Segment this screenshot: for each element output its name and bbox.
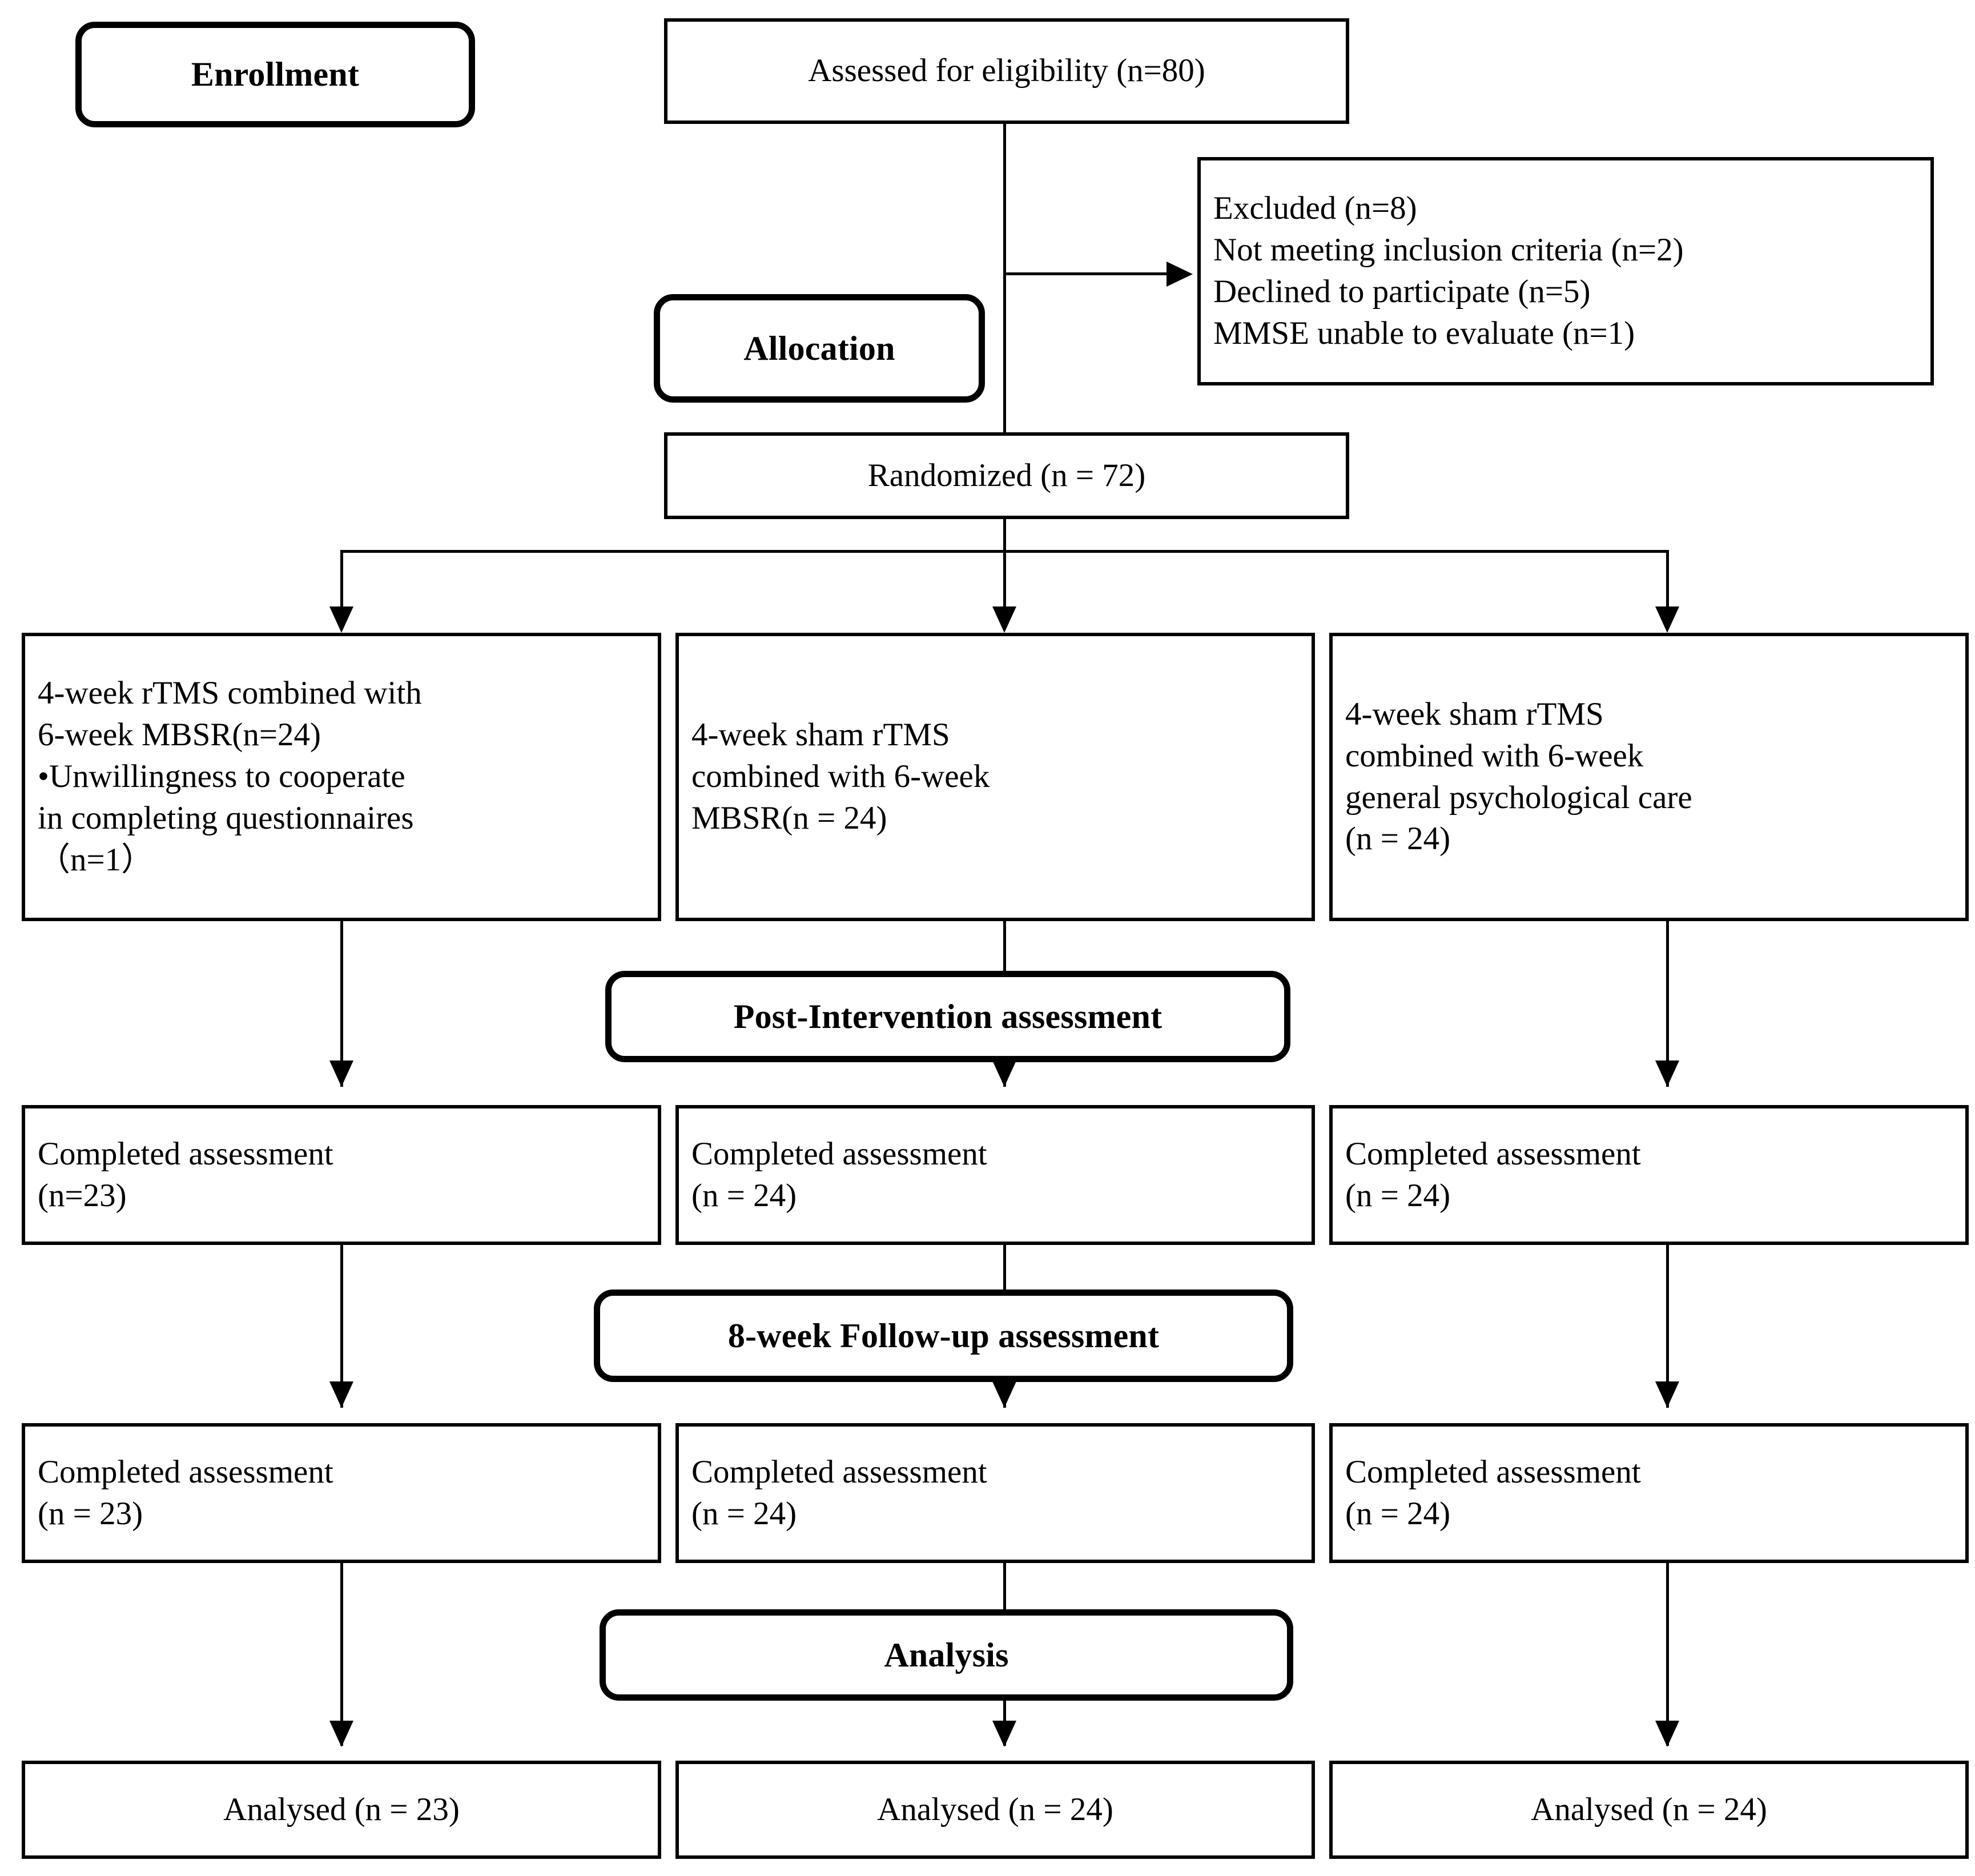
connector-randomized-stem <box>1003 519 1006 552</box>
stage-label-enrollment: Enrollment <box>75 22 475 127</box>
box-post-intervention-arm-2: Completed assessment (n = 24) <box>675 1105 1315 1245</box>
post-intervention-arm-3-text: Completed assessment (n = 24) <box>1345 1135 1641 1214</box>
box-post-intervention-arm-3: Completed assessment (n = 24) <box>1329 1105 1969 1245</box>
analysed-arm-2-text: Analysed (n = 24) <box>877 1791 1113 1827</box>
box-followup-arm-3: Completed assessment (n = 24) <box>1329 1423 1969 1563</box>
connector-eligibility-to-excluded <box>1003 272 1172 275</box>
stage-label-allocation-text: Allocation <box>743 329 895 367</box>
connector-bus-drop-arm1 <box>340 550 343 627</box>
allocation-arm-2-text: 4-week sham rTMS combined with 6-week MB… <box>691 717 990 836</box>
connector-eligibility-to-randomized <box>1003 124 1006 435</box>
box-analysed-arm-1: Analysed (n = 23) <box>22 1761 661 1859</box>
box-allocation-arm-3: 4-week sham rTMS combined with 6-week ge… <box>1329 633 1969 921</box>
allocation-arm-3-text: 4-week sham rTMS combined with 6-week ge… <box>1345 696 1692 857</box>
arrowhead-followup-arm3 <box>1655 1381 1679 1408</box>
box-allocation-arm-1: 4-week rTMS combined with 6-week MBSR(n=… <box>22 633 661 921</box>
connector-post3-to-followup <box>1666 1245 1669 1408</box>
box-excluded: Excluded (n=8) Not meeting inclusion cri… <box>1197 157 1934 385</box>
followup-arm-3-text: Completed assessment (n = 24) <box>1345 1453 1641 1532</box>
arrowhead-analysis-arm3 <box>1655 1721 1679 1747</box>
post-intervention-arm-2-text: Completed assessment (n = 24) <box>691 1135 987 1214</box>
connector-post1-to-followup <box>340 1245 343 1408</box>
box-allocation-arm-2: 4-week sham rTMS combined with 6-week MB… <box>675 633 1315 921</box>
box-assessed-for-eligibility: Assessed for eligibility (n=80) <box>664 18 1349 124</box>
arrowhead-analysis-arm1 <box>329 1721 353 1747</box>
arrowhead-arm3 <box>1655 606 1679 633</box>
arrowhead-arm1 <box>329 606 353 633</box>
post-intervention-arm-1-text: Completed assessment (n=23) <box>38 1135 333 1214</box>
stage-label-analysis: Analysis <box>600 1609 1293 1701</box>
analysed-arm-3-text: Analysed (n = 24) <box>1531 1791 1767 1827</box>
connector-followup1-to-analysis <box>340 1563 343 1746</box>
randomized-text: Randomized (n = 72) <box>867 457 1146 493</box>
connector-followup3-to-analysis <box>1666 1563 1669 1746</box>
stage-label-analysis-text: Analysis <box>884 1636 1009 1674</box>
arrowhead-to-excluded <box>1167 262 1193 287</box>
box-followup-arm-1: Completed assessment (n = 23) <box>22 1423 661 1563</box>
analysed-arm-1-text: Analysed (n = 23) <box>223 1791 460 1827</box>
arrowhead-analysis-arm2 <box>992 1721 1016 1747</box>
arrowhead-followup-arm1 <box>329 1381 353 1408</box>
stage-label-followup: 8-week Follow-up assessment <box>594 1290 1293 1382</box>
arrowhead-post-arm1 <box>329 1060 353 1087</box>
connector-arm1-to-post <box>340 921 343 1087</box>
stage-label-followup-text: 8-week Follow-up assessment <box>727 1316 1160 1355</box>
followup-arm-1-text: Completed assessment (n = 23) <box>38 1453 333 1532</box>
connector-arm3-to-post <box>1666 921 1669 1087</box>
arrowhead-followup-arm2 <box>992 1381 1016 1408</box>
box-followup-arm-2: Completed assessment (n = 24) <box>675 1423 1315 1563</box>
assessed-for-eligibility-text: Assessed for eligibility (n=80) <box>808 53 1205 89</box>
box-post-intervention-arm-1: Completed assessment (n=23) <box>22 1105 661 1245</box>
connector-bus-drop-arm3 <box>1666 550 1669 627</box>
stage-label-post-intervention: Post-Intervention assessment <box>605 971 1290 1062</box>
arrowhead-post-arm2 <box>992 1060 1016 1087</box>
stage-label-allocation: Allocation <box>654 294 985 403</box>
stage-label-enrollment-text: Enrollment <box>191 55 360 93</box>
followup-arm-2-text: Completed assessment (n = 24) <box>691 1453 987 1532</box>
excluded-text: Excluded (n=8) Not meeting inclusion cri… <box>1213 190 1684 351</box>
arrowhead-post-arm3 <box>1655 1060 1679 1087</box>
box-randomized: Randomized (n = 72) <box>664 432 1349 519</box>
box-analysed-arm-2: Analysed (n = 24) <box>675 1761 1315 1859</box>
box-analysed-arm-3: Analysed (n = 24) <box>1329 1761 1969 1859</box>
stage-label-post-intervention-text: Post-Intervention assessment <box>733 997 1163 1035</box>
allocation-arm-1-text: 4-week rTMS combined with 6-week MBSR(n=… <box>38 675 422 878</box>
arrowhead-arm2 <box>992 606 1016 633</box>
connector-bus-drop-arm2 <box>1003 550 1006 627</box>
